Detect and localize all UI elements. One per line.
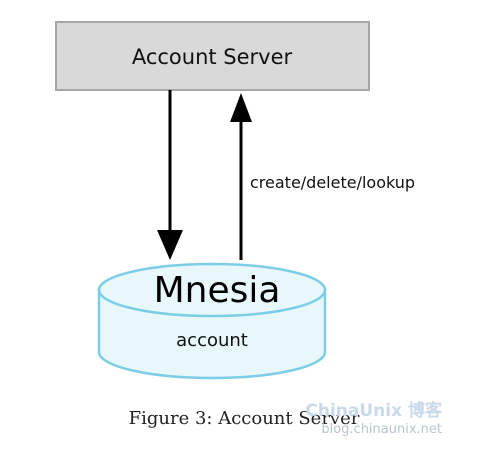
db-cylinder-top bbox=[97, 262, 327, 318]
watermark-brand: ChinaUnix 博客 bbox=[305, 401, 442, 421]
response-arrow-up bbox=[230, 93, 252, 260]
db-name: Mnesia bbox=[154, 270, 281, 311]
operations-label: create/delete/lookup bbox=[250, 173, 415, 192]
watermark-url: blog.chinaunix.net bbox=[321, 422, 442, 437]
db-table-label: account bbox=[176, 330, 248, 351]
figure-caption: Figure 3: Account Server bbox=[128, 408, 360, 429]
watermark: ChinaUnix 博客 blog.chinaunix.net bbox=[305, 401, 442, 437]
server-box bbox=[55, 21, 370, 91]
account-server-node: Account Server bbox=[55, 21, 370, 91]
server-label: Account Server bbox=[132, 45, 293, 69]
mnesia-database: Mnesia account bbox=[97, 262, 327, 380]
request-arrow-down bbox=[157, 90, 183, 260]
